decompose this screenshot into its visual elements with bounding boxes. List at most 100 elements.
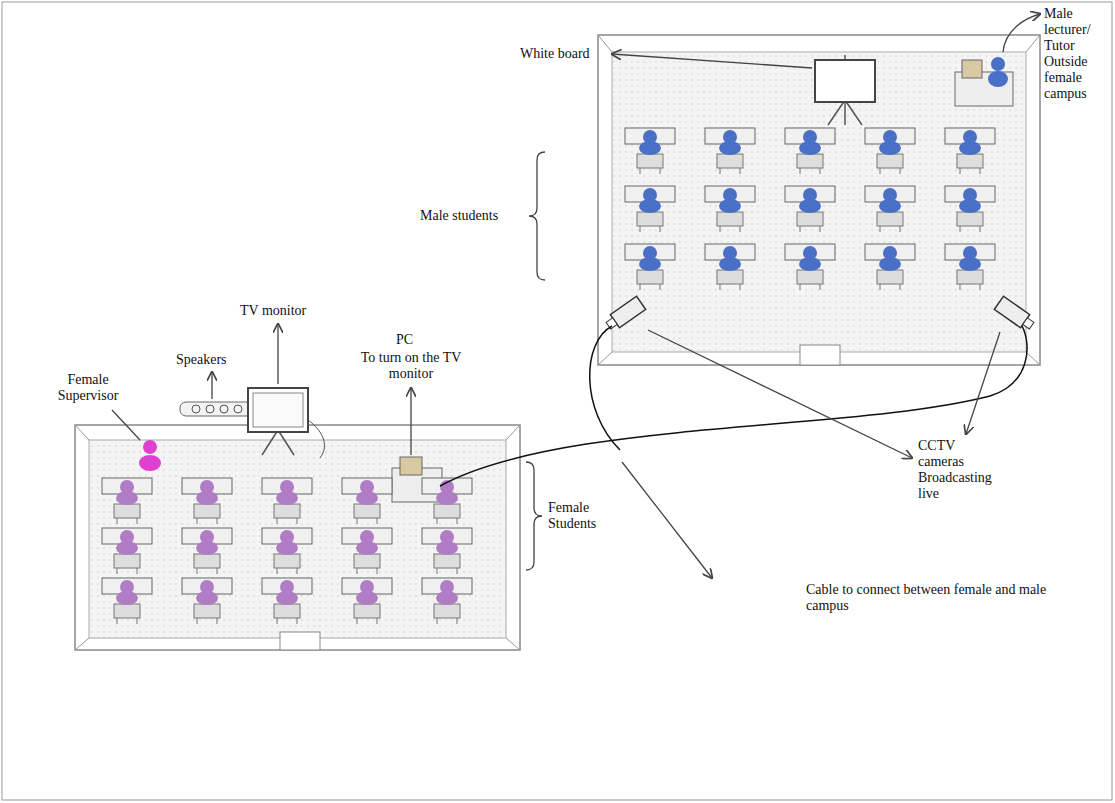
seat-part — [217, 618, 218, 624]
seat-part — [194, 504, 220, 518]
seat-part — [437, 568, 438, 574]
seat-part — [877, 270, 903, 284]
seat-part — [803, 246, 817, 260]
seat-part — [354, 554, 380, 568]
seat-part — [377, 568, 378, 574]
seat-part — [980, 226, 981, 232]
seat-part — [342, 578, 392, 594]
callout-label: TV monitor — [240, 303, 332, 319]
seat-part — [297, 618, 298, 624]
seat-part — [785, 244, 835, 260]
seat-part — [422, 578, 472, 594]
callout-label: White board — [520, 46, 620, 62]
seat-part — [120, 480, 134, 494]
seat-part — [643, 188, 657, 202]
seat-part — [957, 212, 983, 226]
seat-part — [274, 604, 300, 618]
seat-part — [360, 580, 374, 594]
seat-part — [637, 154, 663, 168]
seat-part — [262, 528, 312, 544]
seat-part — [437, 618, 438, 624]
seat-part — [120, 580, 134, 594]
seat-part — [182, 528, 232, 544]
seat-part — [883, 188, 897, 202]
callout-label: Male students — [420, 208, 525, 224]
seat-part — [803, 188, 817, 202]
seat-part — [797, 270, 823, 284]
seat-part — [740, 168, 741, 174]
seat-part — [900, 168, 901, 174]
seat-part — [877, 154, 903, 168]
seat-part — [963, 188, 977, 202]
seat-part — [114, 504, 140, 518]
seat-part — [457, 518, 458, 524]
callout-label: Female Students — [548, 500, 618, 532]
seat-part — [434, 554, 460, 568]
seat-part — [277, 618, 278, 624]
seat-part — [740, 226, 741, 232]
seat-part — [102, 528, 152, 544]
seat-part — [705, 128, 755, 144]
seat-part — [434, 604, 460, 618]
seat-part — [720, 226, 721, 232]
seat-part — [354, 504, 380, 518]
seat-part — [960, 226, 961, 232]
seat-part — [883, 130, 897, 144]
seat-part — [357, 618, 358, 624]
seat-part — [797, 154, 823, 168]
seat-part — [723, 130, 737, 144]
student-seats — [102, 128, 995, 624]
seat-part — [945, 244, 995, 260]
seat-part — [280, 480, 294, 494]
seat-part — [643, 246, 657, 260]
seat-part — [137, 518, 138, 524]
callout-label: Male lecturer/ Tutor Outside female camp… — [1044, 6, 1110, 102]
seat-part — [217, 518, 218, 524]
seat-part — [360, 530, 374, 544]
seat-part — [102, 578, 152, 594]
seat-part — [437, 518, 438, 524]
seat-part — [945, 128, 995, 144]
seat-part — [865, 186, 915, 202]
seat-part — [625, 128, 675, 144]
seat-part — [957, 270, 983, 284]
seat-part — [640, 284, 641, 290]
seat-part — [723, 188, 737, 202]
seat-part — [117, 518, 118, 524]
seat-part — [785, 186, 835, 202]
seat-part — [820, 284, 821, 290]
seat-part — [262, 578, 312, 594]
seat-part — [900, 284, 901, 290]
seat-part — [377, 518, 378, 524]
seat-part — [422, 478, 472, 494]
seat-part — [960, 168, 961, 174]
seat-part — [262, 478, 312, 494]
seat-part — [963, 130, 977, 144]
seat-part — [723, 246, 737, 260]
callout-label: PC — [396, 332, 426, 348]
seat-part — [880, 284, 881, 290]
seat-part — [877, 212, 903, 226]
seat-part — [803, 130, 817, 144]
seat-part — [720, 284, 721, 290]
callout-label: Speakers — [176, 352, 256, 368]
seat-part — [137, 618, 138, 624]
seat-part — [963, 246, 977, 260]
seat-part — [200, 530, 214, 544]
seat-part — [457, 568, 458, 574]
seat-part — [900, 226, 901, 232]
seat-part — [717, 154, 743, 168]
seat-part — [277, 568, 278, 574]
seat-part — [820, 226, 821, 232]
seat-part — [342, 478, 392, 494]
seat-part — [625, 244, 675, 260]
seat-part — [457, 618, 458, 624]
seat-part — [217, 568, 218, 574]
callout-label: Cable to connect between female and male… — [806, 582, 1086, 614]
seat-part — [440, 580, 454, 594]
seat-part — [117, 618, 118, 624]
seat-part — [440, 530, 454, 544]
seat-part — [717, 270, 743, 284]
